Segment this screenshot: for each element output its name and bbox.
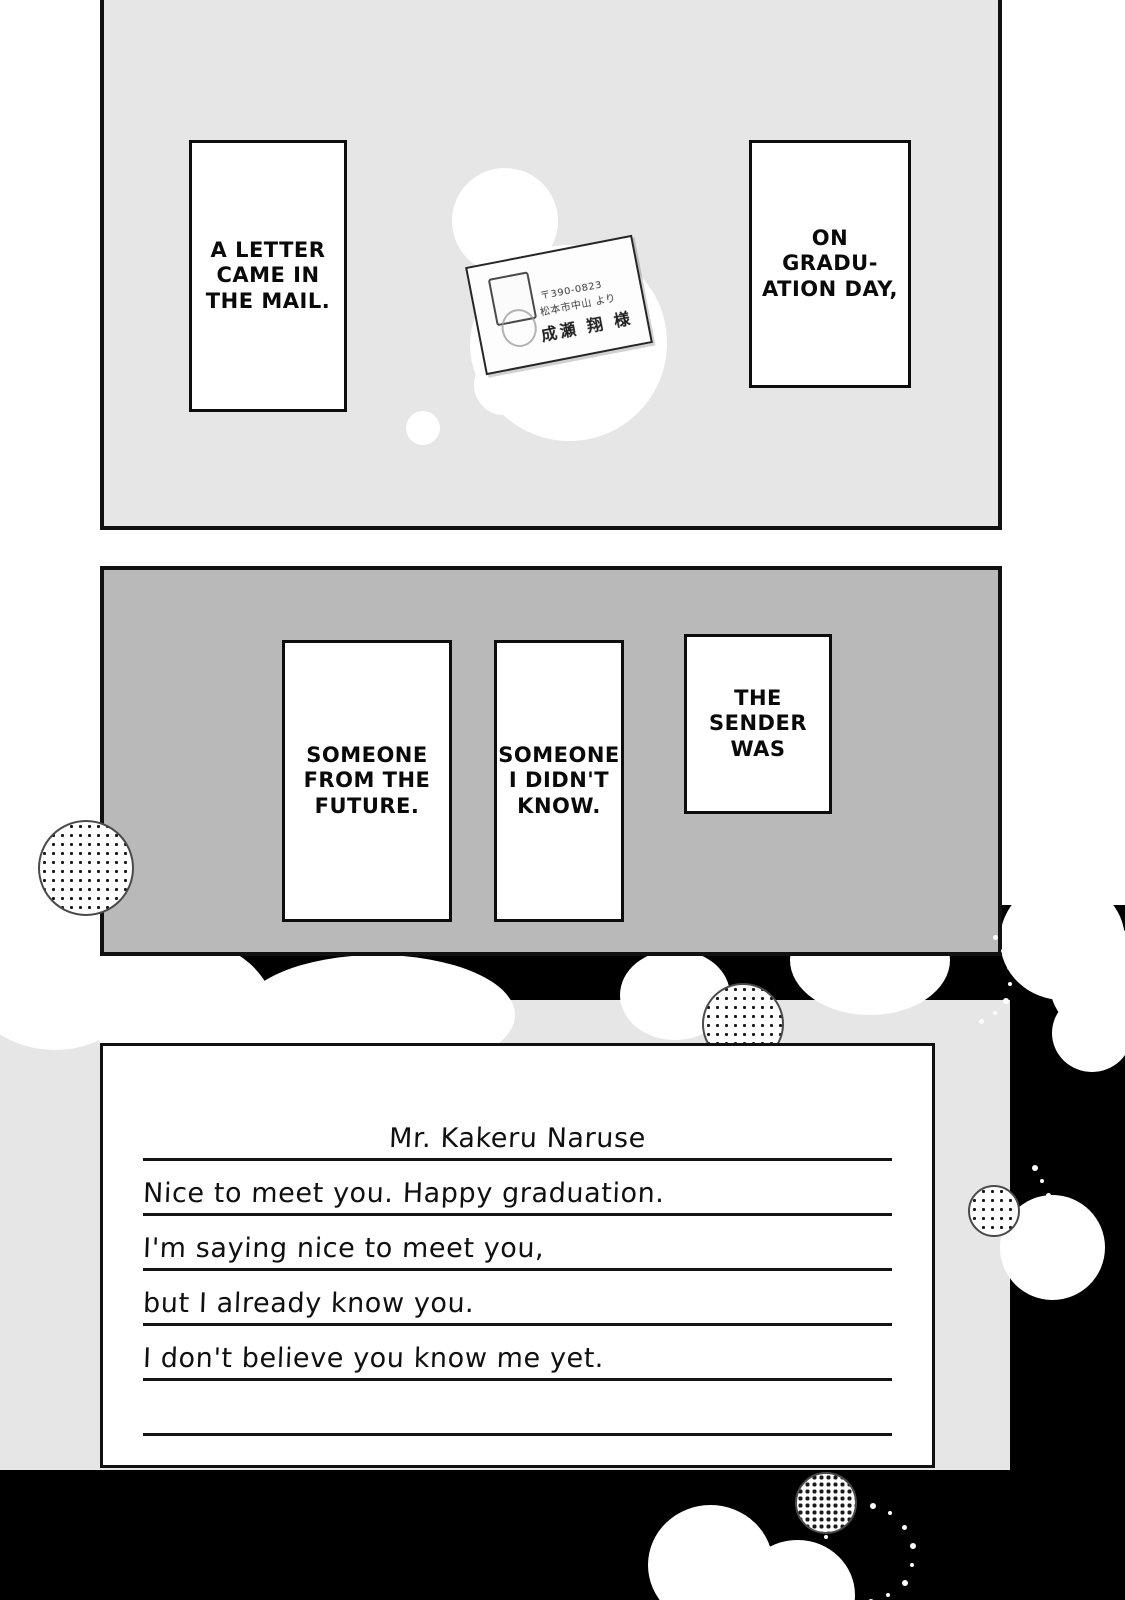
caption-the-sender-was: THE SENDER WAS: [684, 634, 832, 814]
letter-line: Nice to meet you. Happy graduation.: [143, 1161, 892, 1216]
sparkle-ring-decoration: [1032, 1165, 1058, 1226]
caption-text: ON GRADU- ATION DAY,: [762, 225, 898, 301]
panel-top: 〒390-0823 松本市中山 より 成瀬 翔 様 A LETTER CAME …: [100, 0, 1002, 530]
caption-text: SOMEONE FROM THE FUTURE.: [303, 742, 431, 818]
letter-line: I don't believe you know me yet.: [143, 1326, 892, 1381]
letter-line: I'm saying nice to meet you,: [143, 1216, 892, 1271]
letter-line-text: Nice to meet you. Happy graduation.: [142, 1178, 666, 1209]
caption-someone-future: SOMEONE FROM THE FUTURE.: [282, 640, 452, 922]
letter-line-blank: [143, 1381, 892, 1436]
letter-line: but I already know you.: [143, 1271, 892, 1326]
letter-line-text: but I already know you.: [142, 1288, 475, 1319]
sparkle-ring-decoration: [29, 938, 92, 1004]
halftone-circle-decoration: [795, 1472, 857, 1534]
halftone-circle-decoration: [968, 1185, 1020, 1237]
panel-bottom-letter: Mr. Kakeru Naruse Nice to meet you. Happ…: [100, 1043, 935, 1468]
letter-content: Mr. Kakeru Naruse Nice to meet you. Happ…: [143, 1106, 892, 1436]
caption-letter-came: A LETTER CAME IN THE MAIL.: [189, 140, 347, 412]
caption-text: A LETTER CAME IN THE MAIL.: [205, 237, 331, 313]
caption-graduation-day: ON GRADU- ATION DAY,: [749, 140, 911, 388]
caption-text: THE SENDER WAS: [709, 685, 807, 761]
letter-salutation-line: Mr. Kakeru Naruse: [143, 1106, 892, 1161]
bubble-decoration: [1052, 994, 1125, 1072]
halftone-circle-decoration: [38, 820, 134, 916]
letter-line-text: I'm saying nice to meet you,: [142, 1233, 545, 1264]
panel-middle: SOMEONE FROM THE FUTURE. SOMEONE I DIDN'…: [100, 566, 1002, 956]
letter-salutation: Mr. Kakeru Naruse: [388, 1123, 647, 1154]
caption-text: SOMEONE I DIDN'T KNOW.: [498, 742, 620, 818]
bubble-decoration: [406, 411, 440, 445]
caption-someone-unknown: SOMEONE I DIDN'T KNOW.: [494, 640, 624, 922]
sparkle-ring-decoration: [975, 935, 1015, 1055]
letter-line-text: I don't believe you know me yet.: [142, 1343, 605, 1374]
sparkle-ring-decoration: [820, 1503, 922, 1600]
